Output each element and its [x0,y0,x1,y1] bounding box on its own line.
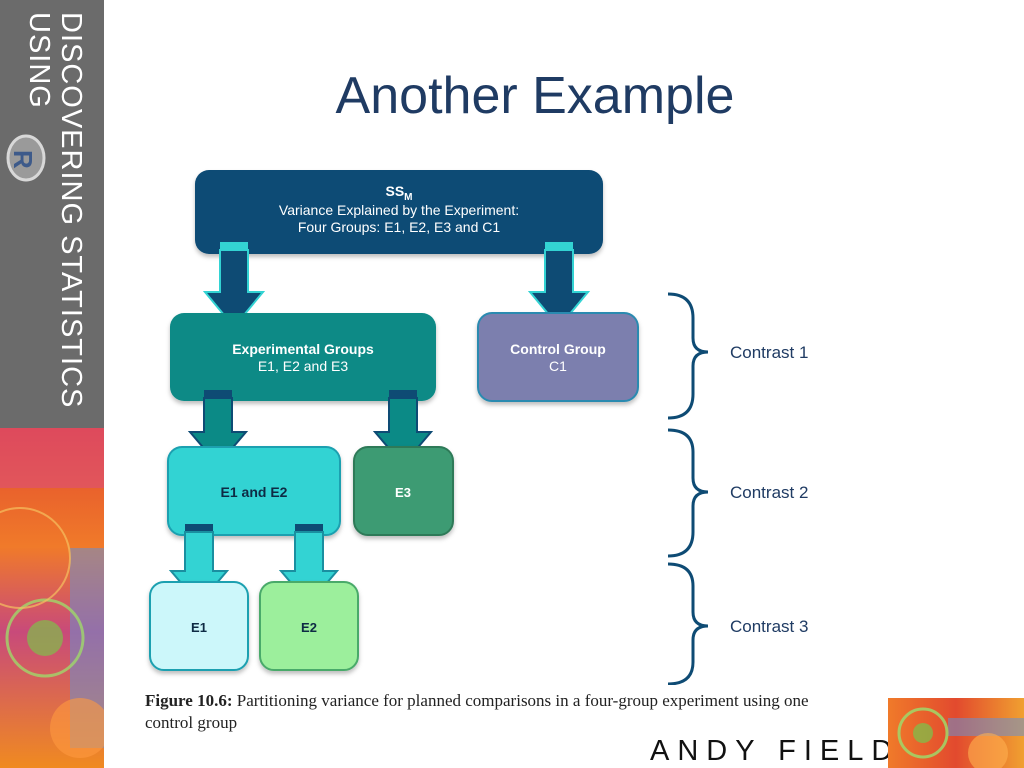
corner-art [888,698,1024,768]
brand-line1: DISCOVERING STATISTICS [55,12,87,408]
ss-label: SS [385,183,404,199]
contrast-3-label: Contrast 3 [730,617,808,636]
arrow-to-experimental [202,242,266,329]
sidebar: DISCOVERING STATISTICS USING R [0,0,104,768]
e2-box: E2 [259,581,359,671]
brand-line2: USING [23,12,55,109]
contrast-2-brace [667,428,709,558]
experimental-line2: E1, E2 and E3 [258,358,349,374]
experimental-groups-box: Experimental Groups E1, E2 and E3 [170,313,436,401]
caption-text: Partitioning variance for planned compar… [145,691,809,732]
sidebar-art [0,428,104,768]
e1-and-e2-box: E1 and E2 [167,446,341,536]
experimental-line1: Experimental Groups [232,341,374,357]
e3-label: E3 [395,485,411,500]
contrast-1-brace [667,292,709,420]
svg-text:SSM: SSM [385,183,412,203]
contrast-1-label: Contrast 1 [730,343,808,362]
arrow-to-control [527,242,591,329]
contrast-2-label: Contrast 2 [730,483,808,502]
control-group-box: Control Group C1 [477,312,639,402]
sidebar-brand-panel [0,0,104,428]
r-logo-icon: R [6,134,46,182]
caption-figure-number: Figure 10.6: [145,691,233,710]
e2-label: E2 [301,620,317,635]
brand-text: DISCOVERING STATISTICS USING R [6,12,87,408]
variance-partition-diagram: SSM Variance Explained by the Experiment… [149,170,808,685]
e1-box: E1 [149,581,249,671]
ss-line3: Four Groups: E1, E2, E3 and C1 [298,219,501,235]
ss-subscript: M [404,192,412,203]
control-line1: Control Group [510,341,606,357]
slide-title: Another Example [335,67,735,125]
author-name: ANDY FIELD [650,735,901,767]
e3-box: E3 [353,446,454,536]
e1-label: E1 [191,620,207,635]
ss-line2: Variance Explained by the Experiment: [279,202,519,218]
control-line2: C1 [549,358,567,374]
e1e2-label: E1 and E2 [221,484,288,500]
contrast-3-brace [667,562,709,685]
r-logo-letter: R [8,150,38,169]
ss-model-box: SSM Variance Explained by the Experiment… [195,170,603,254]
figure-caption: Figure 10.6: Partitioning variance for p… [145,690,850,734]
